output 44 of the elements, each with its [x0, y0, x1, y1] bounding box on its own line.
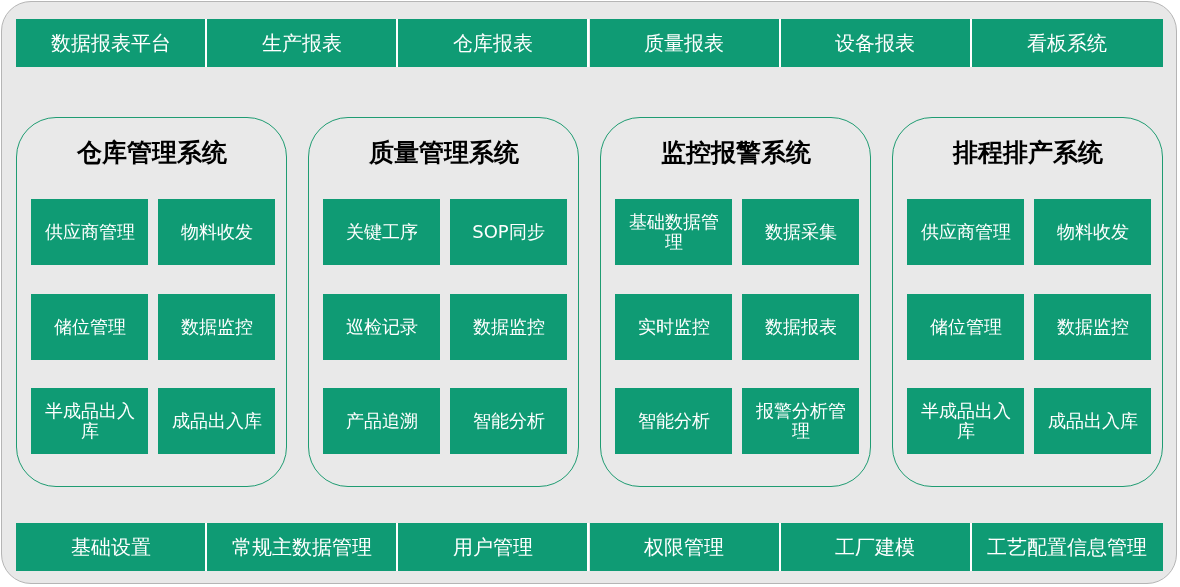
system-panel — [308, 117, 579, 487]
module-tile: 数据监控 — [450, 293, 567, 360]
module-tile: 数据采集 — [742, 199, 859, 265]
menu-tab: 质量报表 — [589, 19, 781, 67]
menu-tab: 仓库报表 — [398, 19, 590, 67]
module-tile: 产品追溯 — [323, 388, 440, 454]
menu-tab: 用户管理 — [398, 523, 590, 571]
menu-tab: 看板系统 — [971, 19, 1163, 67]
module-tile: 实时监控 — [615, 293, 732, 360]
module-tile: 报警分析管理 — [742, 388, 859, 454]
menu-tab: 工艺配置信息管理 — [971, 523, 1163, 571]
module-tile: 基础数据管理 — [615, 199, 732, 265]
menu-tab: 设备报表 — [780, 19, 972, 67]
menu-tab: 生产报表 — [207, 19, 399, 67]
module-tile: 数据监控 — [158, 293, 275, 360]
menu-tab: 基础设置 — [16, 523, 208, 571]
menu-tab: 数据报表平台 — [16, 19, 208, 67]
menu-tab: 工厂建模 — [780, 523, 972, 571]
module-tile: 半成品出入库 — [31, 388, 148, 454]
module-tile: 半成品出入库 — [907, 388, 1024, 454]
module-tile: 智能分析 — [615, 388, 732, 454]
module-tile: 物料收发 — [1034, 199, 1151, 265]
module-tile: 储位管理 — [31, 293, 148, 360]
system-panel — [600, 117, 871, 487]
module-tile: 成品出入库 — [1034, 388, 1151, 454]
system-panel — [16, 117, 287, 487]
module-tile: 关键工序 — [323, 199, 440, 265]
module-tile: 供应商管理 — [907, 199, 1024, 265]
module-tile: 供应商管理 — [31, 199, 148, 265]
module-tile: 物料收发 — [158, 199, 275, 265]
module-tile: 储位管理 — [907, 293, 1024, 360]
panel-title: 仓库管理系统 — [75, 137, 228, 169]
panel-title: 排程排产系统 — [951, 137, 1104, 169]
module-tile: 智能分析 — [450, 388, 567, 454]
module-tile: SOP同步 — [450, 199, 567, 265]
panel-title: 监控报警系统 — [659, 137, 812, 169]
module-tile: 数据报表 — [742, 293, 859, 360]
panel-title: 质量管理系统 — [367, 137, 520, 169]
menu-tab: 权限管理 — [589, 523, 781, 571]
system-panel — [892, 117, 1163, 487]
module-tile: 数据监控 — [1034, 293, 1151, 360]
menu-tab: 常规主数据管理 — [207, 523, 399, 571]
module-tile: 巡检记录 — [323, 293, 440, 360]
module-tile: 成品出入库 — [158, 388, 275, 454]
